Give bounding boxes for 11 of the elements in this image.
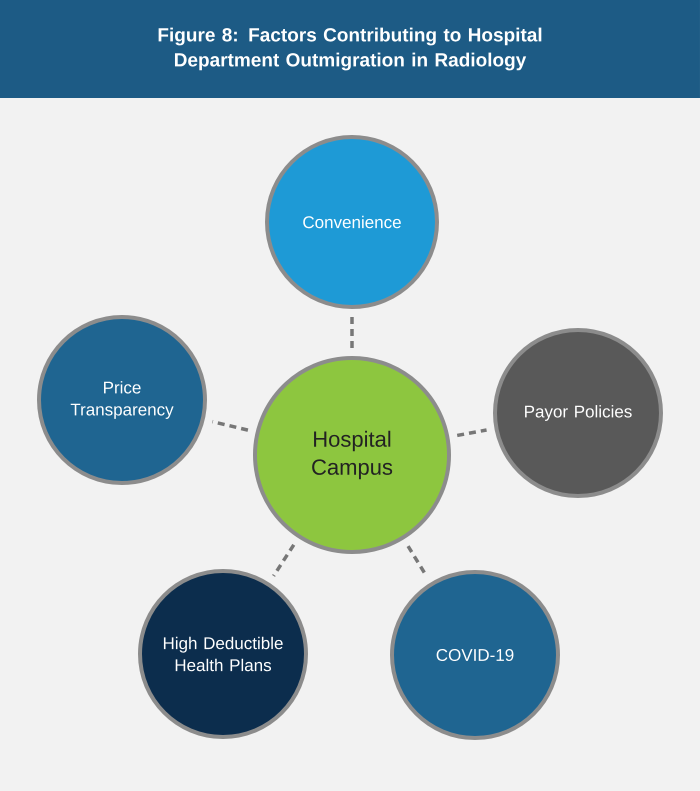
dashed-connector <box>456 428 487 438</box>
circle-node: Convenience <box>265 135 439 309</box>
circle-node: COVID-19 <box>390 570 560 740</box>
title-banner: Figure 8: Factors Contributing to Hospital Department Outmigration in Radiology <box>0 0 700 98</box>
dashed-connector <box>212 420 248 432</box>
circle-node: Price Transparency <box>37 315 207 485</box>
circle-node: Payor Policies <box>493 328 663 498</box>
circle-node: Hospital Campus <box>253 356 451 554</box>
dashed-connector <box>272 544 296 577</box>
dashed-connector <box>350 317 354 348</box>
circle-node: High Deductible Health Plans <box>138 569 308 739</box>
